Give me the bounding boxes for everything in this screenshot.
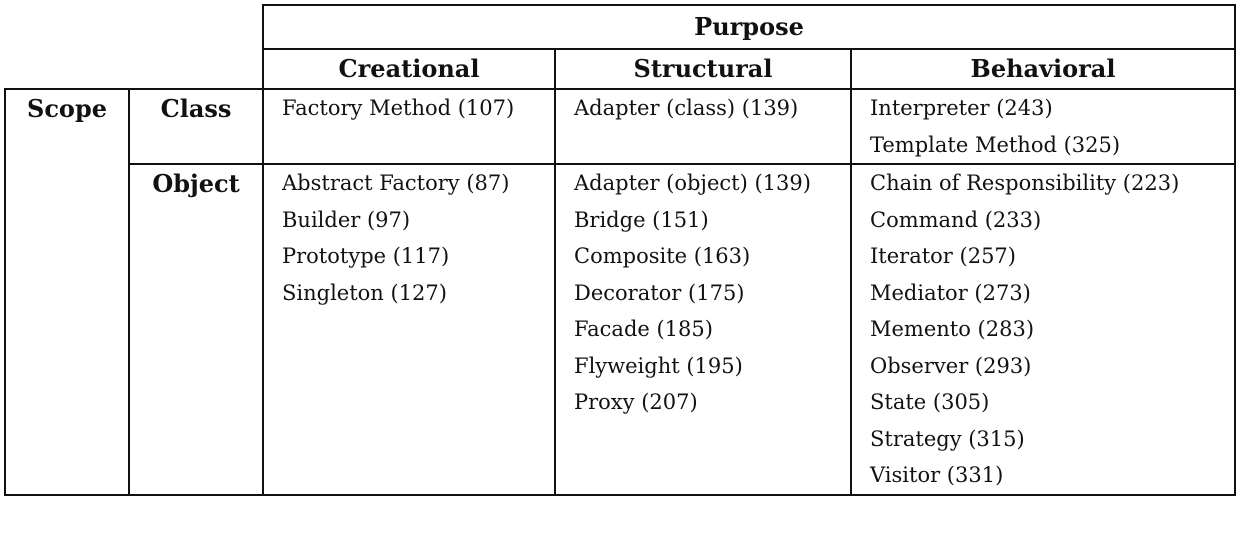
header-row-columns: Creational Structural Behavioral xyxy=(5,49,1237,90)
pattern-entry: Proxy (207) xyxy=(574,390,698,414)
pattern-entry: Bridge (151) xyxy=(574,207,709,232)
structural-class-cell: Adapter (class) (139) xyxy=(555,89,852,165)
pattern-entry: Prototype (117) xyxy=(282,244,450,268)
pattern-entry: Interpreter (243) xyxy=(870,96,1053,120)
header-row-purpose: Purpose xyxy=(5,4,1237,50)
pattern-entry: Facade (185) xyxy=(574,317,713,341)
pattern-entry: Factory Method (107) xyxy=(282,96,515,120)
table-row-object: Object Abstract Factory (87) Builder (97… xyxy=(5,164,1237,496)
pattern-entry: Abstract Factory (87) xyxy=(282,171,510,195)
column-header-creational: Creational xyxy=(262,49,556,90)
pattern-entry: Mediator (273) xyxy=(870,280,1031,305)
pattern-entry: Iterator (257) xyxy=(870,244,1016,268)
empty-corner-cell xyxy=(5,5,129,49)
table-row-class: Scope Class Factory Method (107) Adapter… xyxy=(4,88,1237,496)
pattern-entry: Chain of Responsibility (223) xyxy=(870,171,1180,195)
pattern-entry: Adapter (object) (139) xyxy=(574,171,811,195)
creational-class-cell: Factory Method (107) xyxy=(263,89,556,165)
pattern-entry: Adapter (class) (139) xyxy=(574,96,799,120)
pattern-entry: Singleton (127) xyxy=(282,280,447,305)
pattern-entry: Decorator (175) xyxy=(574,280,745,305)
pattern-entry: Template Method (325) xyxy=(870,132,1121,157)
row-header-object: Object xyxy=(129,164,264,496)
empty-corner-cell xyxy=(129,49,264,89)
behavioral-object-cell: Chain of Responsibility (223) Command (2… xyxy=(851,164,1237,496)
scope-header: Scope xyxy=(4,88,130,496)
design-pattern-table: Purpose Creational Structural Behavioral… xyxy=(4,4,1237,496)
behavioral-class-cell: Interpreter (243) Template Method (325) xyxy=(851,89,1237,165)
pattern-entry: Memento (283) xyxy=(870,317,1035,341)
pattern-entry: Command (233) xyxy=(870,207,1042,232)
purpose-header: Purpose xyxy=(261,4,1237,50)
pattern-entry: Flyweight (195) xyxy=(574,353,743,378)
pattern-entry: State (305) xyxy=(870,390,990,414)
creational-object-cell: Abstract Factory (87) Builder (97) Proto… xyxy=(263,164,556,496)
pattern-entry: Observer (293) xyxy=(870,353,1032,378)
column-header-behavioral: Behavioral xyxy=(849,49,1237,90)
empty-corner-cell xyxy=(5,49,129,89)
row-header-class: Class xyxy=(129,88,264,165)
column-header-structural: Structural xyxy=(554,49,852,90)
pattern-entry: Composite (163) xyxy=(574,244,751,268)
pattern-entry: Strategy (315) xyxy=(870,426,1025,451)
pattern-entry: Builder (97) xyxy=(282,207,411,232)
structural-object-cell: Adapter (object) (139) Bridge (151) Comp… xyxy=(555,164,852,496)
empty-corner-cell xyxy=(129,5,263,49)
pattern-entry: Visitor (331) xyxy=(870,463,1004,487)
